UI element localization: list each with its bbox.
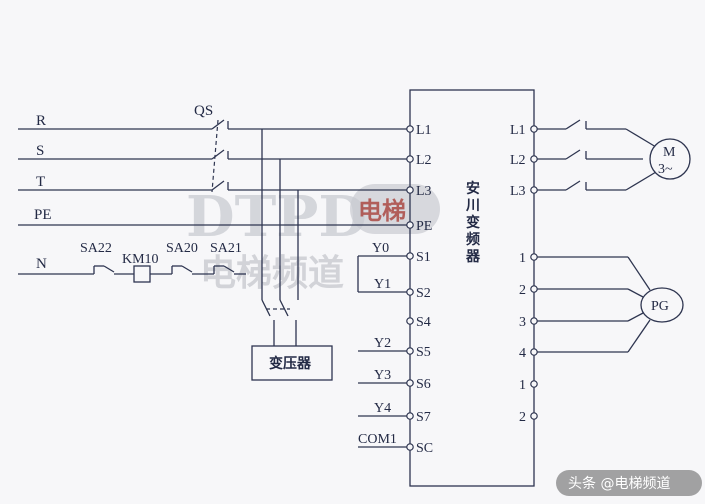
term-s1: S1 bbox=[416, 250, 431, 265]
pg-label: PG bbox=[651, 299, 669, 314]
input-y1: Y1 bbox=[374, 277, 391, 292]
input-wiring: Y0 Y1 Y2 Y3 Y4 COM1 bbox=[357, 241, 410, 448]
km10-coil bbox=[133, 265, 151, 283]
motor-symbol bbox=[649, 138, 691, 180]
term-out-l2: L2 bbox=[510, 153, 526, 168]
line-label-pe: PE bbox=[34, 207, 52, 223]
watermark: DTPD 电梯 电梯频道 bbox=[186, 184, 440, 294]
sa22-label: SA22 bbox=[80, 241, 112, 256]
vfd-char-4: 频 bbox=[466, 231, 480, 248]
watermark-brand: DTPD bbox=[186, 184, 367, 250]
motor-name: M bbox=[663, 145, 676, 160]
term-s5: S5 bbox=[416, 345, 431, 360]
qs-breaker: QS bbox=[194, 103, 410, 193]
term-s2: S2 bbox=[416, 286, 431, 301]
km10-label: KM10 bbox=[122, 252, 159, 267]
transformer-feed: 变压器 bbox=[251, 129, 333, 381]
qs-label: QS bbox=[194, 103, 213, 119]
sa21-label: SA21 bbox=[210, 241, 242, 256]
term-aux-2: 2 bbox=[519, 410, 526, 425]
transformer-box bbox=[251, 345, 333, 381]
pg-encoder-symbol bbox=[640, 287, 684, 323]
vfd-char-5: 器 bbox=[465, 249, 481, 265]
term-l3: L3 bbox=[416, 184, 432, 199]
transformer-label: 变压器 bbox=[269, 355, 312, 372]
vfd-name: 安 川 变 频 器 bbox=[465, 180, 481, 265]
footer-credit: 头条 @电梯频道 bbox=[556, 470, 702, 496]
encoder-wiring: PG bbox=[537, 256, 684, 353]
input-y0: Y0 bbox=[372, 241, 389, 256]
term-s7: S7 bbox=[416, 410, 431, 425]
input-y3: Y3 bbox=[374, 368, 391, 383]
line-label-t: T bbox=[36, 174, 45, 190]
term-sc: SC bbox=[416, 441, 433, 456]
watermark-subtitle: 电梯频道 bbox=[200, 253, 344, 294]
term-out-l3: L3 bbox=[510, 184, 526, 199]
line-label-s: S bbox=[36, 143, 44, 159]
motor-phase: 3~ bbox=[658, 162, 673, 177]
term-pg-2: 2 bbox=[519, 283, 526, 298]
supply-lines: R S T PE N bbox=[18, 113, 410, 272]
vfd-char-1: 安 bbox=[466, 180, 480, 197]
motor-output: M 3~ bbox=[537, 119, 691, 191]
term-pg-3: 3 bbox=[519, 315, 526, 330]
right-terminals: L1 L2 L3 1 2 3 4 1 2 bbox=[510, 123, 538, 425]
line-label-r: R bbox=[36, 113, 46, 129]
term-s4: S4 bbox=[416, 315, 431, 330]
term-aux-1: 1 bbox=[519, 378, 526, 393]
term-l2: L2 bbox=[416, 153, 432, 168]
watermark-badge-shape bbox=[350, 184, 440, 234]
term-out-l1: L1 bbox=[510, 123, 526, 138]
footer-pill bbox=[556, 470, 702, 496]
line-label-n: N bbox=[36, 256, 47, 272]
left-terminals: L1 L2 L3 PE S1 S2 S4 S5 S6 S7 SC bbox=[406, 123, 433, 456]
sa20-label: SA20 bbox=[166, 241, 198, 256]
input-y2: Y2 bbox=[374, 336, 391, 351]
term-pe: PE bbox=[416, 219, 432, 234]
vfd-char-2: 川 bbox=[465, 198, 480, 214]
control-line: SA22 KM10 SA20 SA21 bbox=[18, 241, 246, 283]
input-com1: COM1 bbox=[358, 432, 397, 447]
term-pg-4: 4 bbox=[519, 346, 526, 361]
input-y4: Y4 bbox=[374, 401, 391, 416]
footer-text: 头条 @电梯频道 bbox=[568, 475, 670, 492]
watermark-badge: 电梯 bbox=[358, 197, 406, 225]
term-s6: S6 bbox=[416, 377, 431, 392]
vfd-char-3: 变 bbox=[466, 214, 480, 231]
term-pg-1: 1 bbox=[519, 251, 526, 266]
term-l1: L1 bbox=[416, 123, 432, 138]
